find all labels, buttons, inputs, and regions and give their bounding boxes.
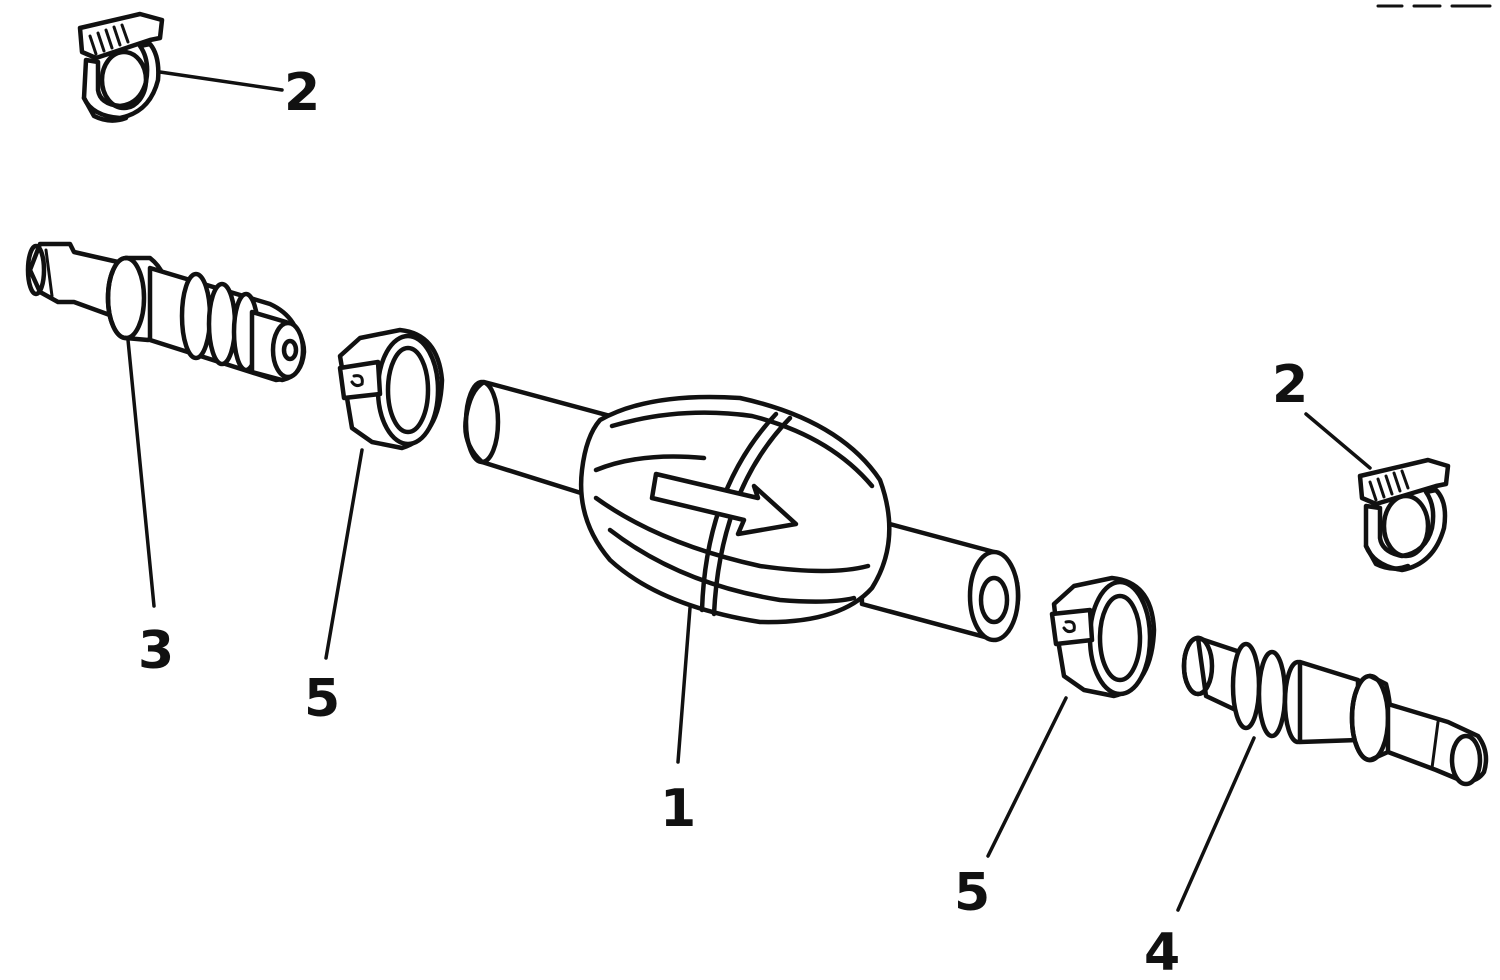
primer-bulb-assembly (463, 379, 1021, 643)
leader-line-5-left (324, 448, 364, 660)
callout-connector-left: 3 (138, 621, 174, 681)
callout-connector-right: 4 (1144, 923, 1180, 980)
hose-connector-right (1181, 635, 1489, 787)
callout-collar-right: 5 (954, 863, 990, 923)
callout-clamp-right: 2 (1272, 355, 1308, 415)
leader-line-2-top (158, 70, 284, 92)
leader-line-4 (1176, 736, 1256, 912)
callout-collar-left: 5 (304, 669, 340, 729)
leader-line-1 (676, 606, 692, 764)
callout-clamp-top-left: 2 (284, 63, 320, 123)
hose-connector-left (25, 241, 307, 383)
leader-line-3 (126, 338, 156, 608)
leader-line-5-right (986, 696, 1068, 858)
locking-collar-right (1049, 575, 1157, 699)
callout-primer-bulb: 1 (660, 779, 696, 839)
locking-collar-left (337, 327, 445, 451)
leader-line-2-right (1304, 412, 1372, 470)
hose-clamp-right (1357, 457, 1451, 573)
hose-clamp-top-left (77, 11, 165, 123)
